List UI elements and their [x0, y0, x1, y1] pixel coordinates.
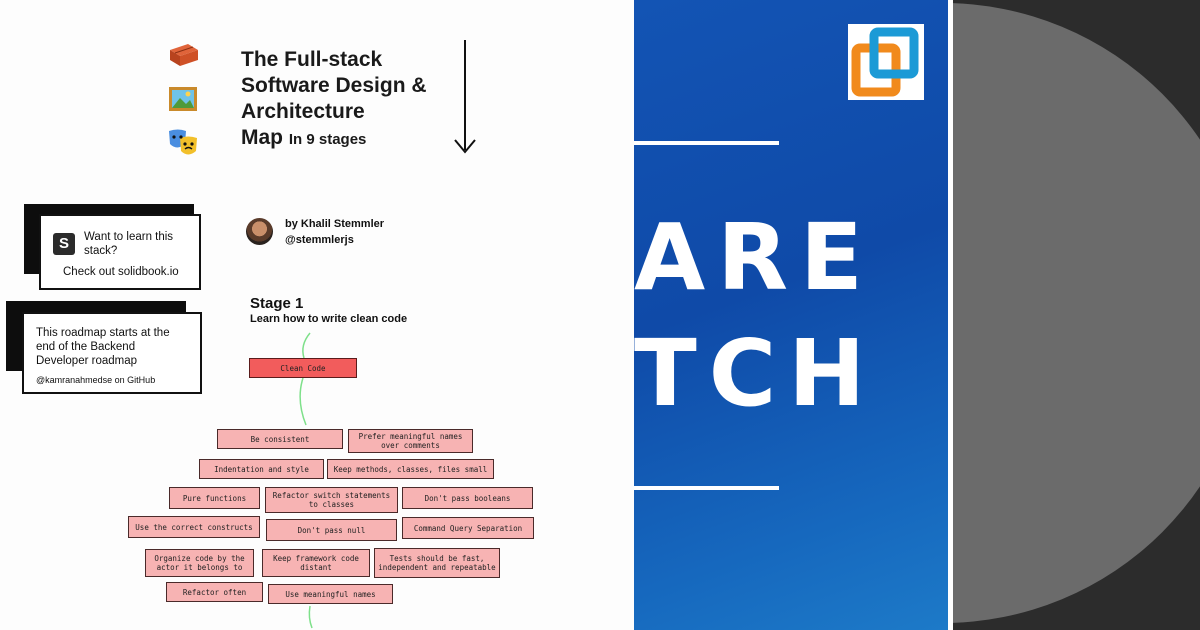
node[interactable]: Prefer meaningful names over comments — [348, 429, 473, 453]
title-line: The Full-stack — [241, 48, 383, 71]
gray-circle — [953, 3, 1200, 623]
solidbook-card-text: Want to learn this stack? — [84, 231, 174, 257]
author-name: by Khalil Stemmler — [285, 218, 385, 230]
banner-text-line1: ARE — [634, 204, 875, 311]
arrow-down-icon — [454, 40, 476, 154]
backend-card-text: This roadmap starts at the end of the Ba… — [36, 327, 170, 367]
banner-text-line2: TCH — [634, 320, 878, 427]
solidbook-card[interactable]: S Want to learn this stack? Check out so… — [39, 214, 201, 290]
stage-subtitle: Learn how to write clean code — [250, 313, 408, 325]
node[interactable]: Refactor often — [166, 582, 263, 602]
framed-picture-icon — [169, 87, 197, 111]
node[interactable]: Don't pass booleans — [402, 487, 533, 509]
solidbook-logo-icon: S — [53, 233, 75, 255]
banner-rule — [634, 486, 779, 490]
node[interactable]: Command Query Separation — [402, 517, 534, 539]
blue-banner: ARE TCH — [634, 0, 950, 630]
backend-card-credit[interactable]: @kamranahmedse on GitHub — [36, 375, 156, 385]
stage-title: Stage 1 — [250, 295, 304, 312]
title-line: Architecture — [241, 100, 365, 123]
node[interactable]: Use the correct constructs — [128, 516, 260, 538]
roadmap-title: The Full-stack Software Design & Archite… — [241, 47, 427, 153]
node[interactable]: Be consistent — [217, 429, 343, 449]
title-line: Map — [241, 126, 283, 149]
node[interactable]: Don't pass null — [266, 519, 397, 541]
node[interactable]: Use meaningful names — [268, 584, 393, 604]
backend-roadmap-card[interactable]: This roadmap starts at the end of the Ba… — [22, 312, 202, 394]
connector-lines — [299, 332, 313, 629]
avatar — [246, 218, 273, 245]
panel-divider — [948, 0, 953, 630]
title-suffix: In 9 stages — [288, 131, 367, 148]
node[interactable]: Indentation and style — [199, 459, 324, 479]
node[interactable]: Keep methods, classes, files small — [327, 459, 494, 479]
roadmap-image: The Full-stack Software Design & Archite… — [6, 38, 534, 629]
banner-rule — [634, 141, 779, 145]
brand-logo — [848, 24, 924, 100]
brick-icon — [170, 44, 198, 66]
dark-panel — [953, 0, 1200, 630]
performing-arts-icon — [169, 129, 197, 155]
node[interactable]: Refactor switch statements to classes — [265, 487, 398, 513]
node[interactable]: Keep framework code distant — [262, 549, 370, 577]
node[interactable]: Pure functions — [169, 487, 260, 509]
solidbook-link[interactable]: Check out solidbook.io — [63, 266, 179, 278]
overlapping-squares-icon — [851, 27, 919, 97]
emoji-column — [166, 38, 206, 170]
node-clean-code[interactable]: Clean Code — [249, 358, 357, 378]
author-handle[interactable]: @stemmlerjs — [285, 234, 354, 246]
title-line: Software Design & — [241, 74, 427, 97]
node[interactable]: Tests should be fast, independent and re… — [374, 548, 500, 578]
node[interactable]: Organize code by the actor it belongs to — [145, 549, 254, 577]
